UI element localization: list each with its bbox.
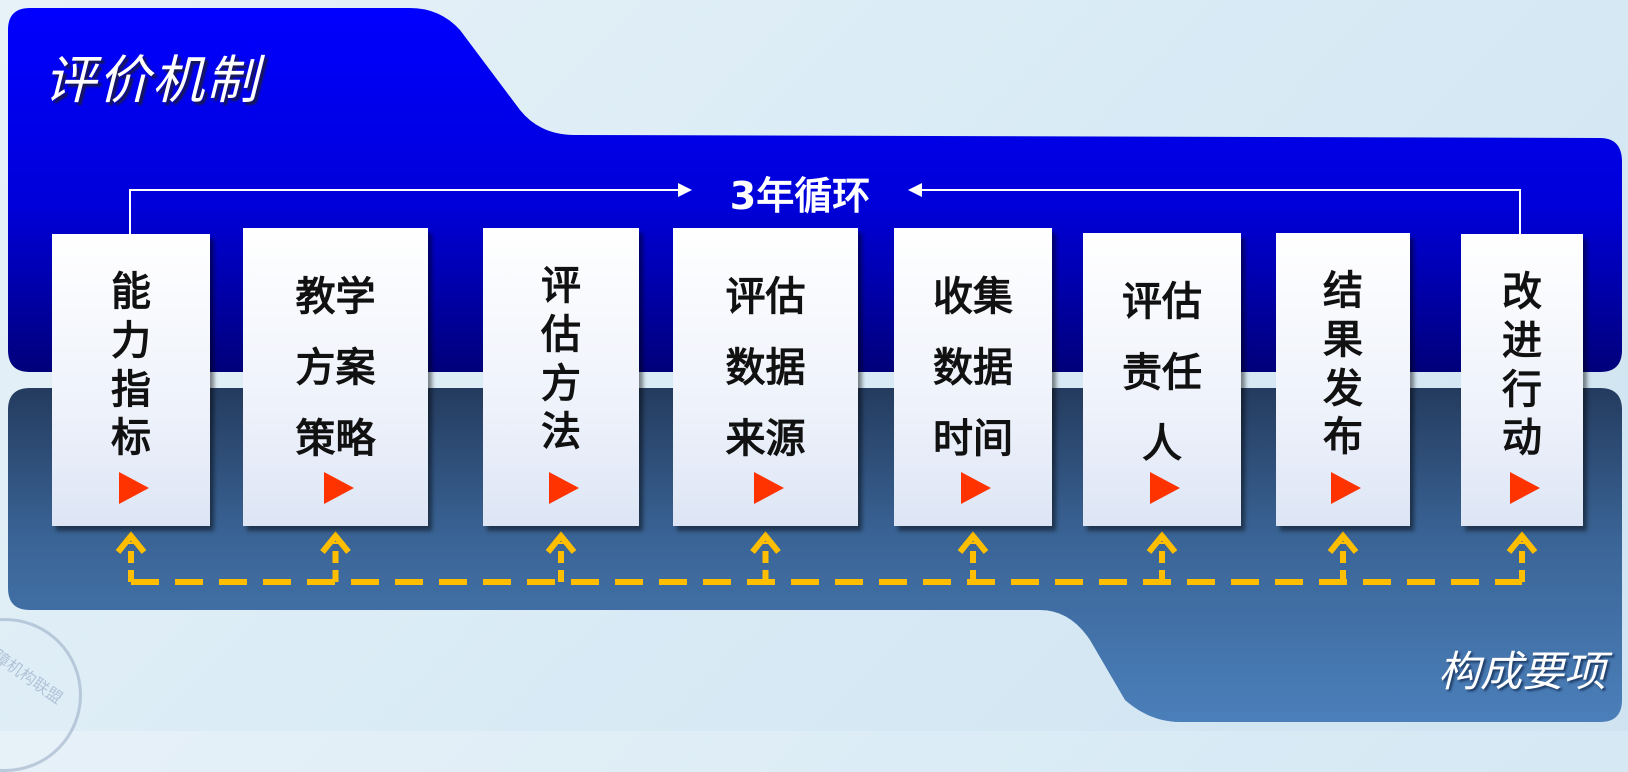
feedback-arrow-head bbox=[1506, 531, 1538, 554]
step-text: 评估方法 bbox=[541, 263, 581, 456]
step-text: 结果发布 bbox=[1323, 268, 1363, 461]
subtitle: 构成要项 bbox=[1437, 647, 1606, 696]
cycle-arrow-left bbox=[908, 183, 922, 197]
step-text: 收集数据时间 bbox=[933, 274, 1013, 463]
step-card-collect-time: 收集数据时间 bbox=[894, 228, 1052, 526]
play-marker-icon bbox=[1510, 472, 1540, 504]
step-card-publish: 结果发布 bbox=[1276, 233, 1410, 526]
watermark-text: 障机构联盟 bbox=[0, 646, 67, 708]
step-text: 评估数据来源 bbox=[725, 274, 806, 463]
step-text: 能力指标 bbox=[111, 269, 151, 462]
step-card-responsible: 评估责任人 bbox=[1083, 233, 1241, 526]
feedback-arrow-head bbox=[750, 531, 781, 554]
feedback-arrow-head bbox=[115, 531, 147, 554]
feedback-arrow-head bbox=[1146, 531, 1178, 554]
page-title: 评价机制 bbox=[44, 51, 261, 111]
step-text: 教学方案策略 bbox=[295, 274, 376, 463]
play-marker-icon bbox=[753, 472, 784, 504]
play-marker-icon bbox=[549, 472, 579, 504]
feedback-arrow-head bbox=[320, 531, 351, 554]
step-card-improve: 改进行动 bbox=[1461, 234, 1583, 526]
step-card-ability: 能力指标 bbox=[52, 234, 210, 526]
step-card-teaching: 教学方案策略 bbox=[243, 228, 428, 526]
play-marker-icon bbox=[323, 472, 354, 504]
cycle-bracket bbox=[129, 189, 1521, 236]
feedback-arrow-head bbox=[545, 531, 577, 554]
play-marker-icon bbox=[1331, 472, 1361, 504]
step-card-method: 评估方法 bbox=[483, 228, 639, 526]
cycle-label: 3年循环 bbox=[729, 174, 871, 218]
step-text: 评估责任人 bbox=[1122, 279, 1202, 468]
feedback-arrow-head bbox=[1327, 531, 1359, 554]
cycle-arrow-right bbox=[678, 183, 692, 197]
feedback-arrow-head bbox=[957, 531, 989, 554]
play-marker-icon bbox=[119, 472, 149, 504]
step-text: 改进行动 bbox=[1502, 269, 1542, 462]
play-marker-icon bbox=[961, 472, 991, 504]
play-marker-icon bbox=[1150, 472, 1180, 504]
step-card-data-source: 评估数据来源 bbox=[673, 228, 858, 526]
